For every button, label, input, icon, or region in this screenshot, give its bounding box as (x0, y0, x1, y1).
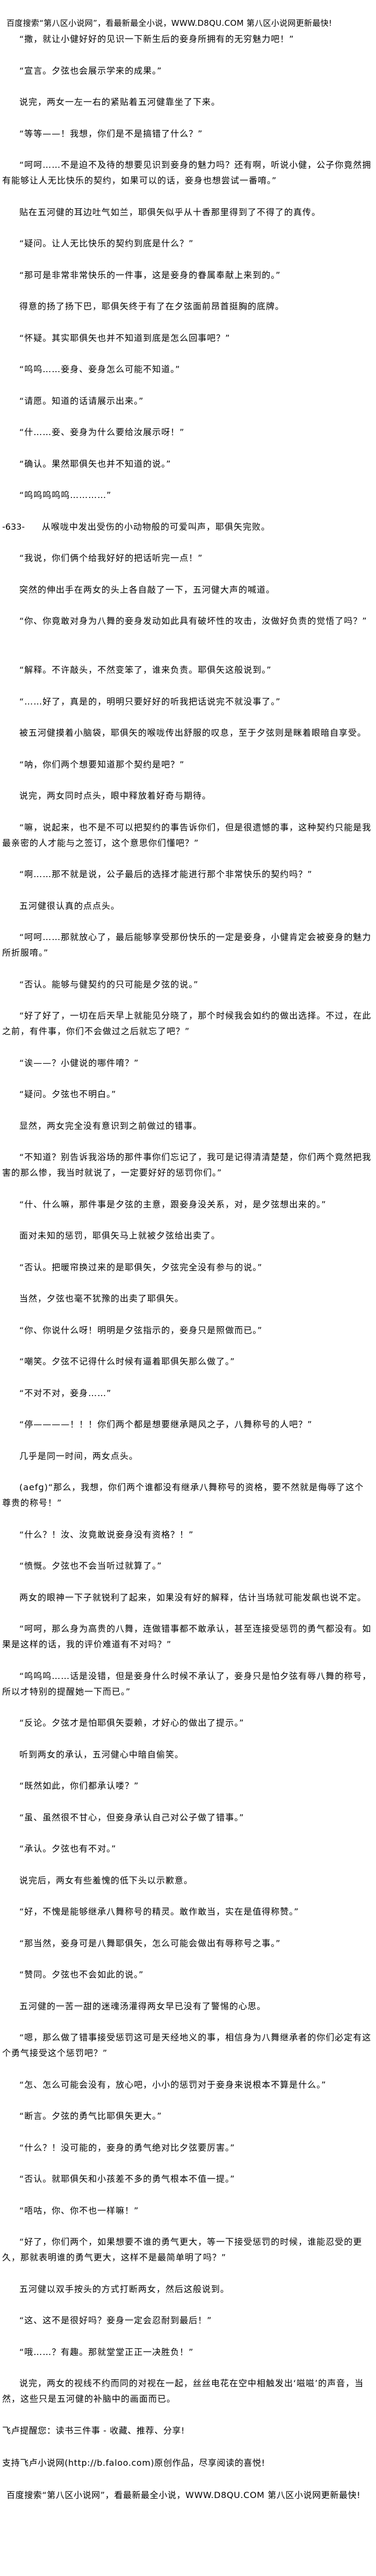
paragraph: 听到两女的承认，五河健心中暗自偷笑。 (19, 1749, 184, 1760)
paragraph: “呵呵，那么身为高贵的八舞，连做错事都不敢承认，甚至连接受惩罚的勇气都没有。如果… (2, 1624, 372, 1649)
paragraph: “哦……？有趣。那就堂堂正正一决胜负！” (19, 2346, 194, 2357)
paragraph: “呜呜呜……话是没错，但是妾身什么时候不承认了，妾身只是怕夕弦有辱八舞的称号，所… (2, 1670, 372, 1697)
paragraph: “解释。不许敲头，不然变笨了，谁来负责。耶俱矢这般说到。” (19, 665, 272, 675)
paragraph: “确认。果然耶俱矢也并不知道的说。” (19, 458, 171, 469)
paragraph: “否认。就耶俱矢和小孩差不多的勇气根本不值一提。” (19, 2174, 235, 2184)
paragraph: 五河健以双手按头的方式打断两女，然后这般说到。 (19, 2283, 230, 2294)
paragraph: “什么？！汝、汝竟敢说妾身没有资格？！” (19, 1529, 194, 1540)
chapter-page: 百度搜索“第八区小说网”，看最新最全小说，WWW.D8QU.COM 第八区小说网… (2, 18, 373, 2503)
paragraph: “愤慨。夕弦也不会当听过就算了。” (19, 1561, 162, 1571)
paragraph: “撒，就让小健好好的见识一下新生后的妾身所拥有的无穷魅力吧！” (19, 34, 294, 44)
paragraph: “什么？！没可能的，妾身的勇气绝对比夕弦要厉害。” (19, 2142, 235, 2153)
paragraph: “否认。把暖帘换过来的是耶俱矢，夕弦完全没有参与的说。” (19, 1262, 263, 1272)
footer-reminder: 飞卢提醒您：读书三件事 - 收藏、推荐、分享! (2, 2425, 185, 2436)
paragraph: “什、什么嘛，那件事是夕弦的主意，跟妾身没关系，对，是夕弦想出来的。” (19, 1199, 327, 1209)
paragraph: “宣言。夕弦也会展示学来的成果。” (19, 65, 162, 76)
paragraph: “呜呜呜呜呜…………” (19, 490, 112, 500)
paragraph: 几乎是同一时间，两女点头。 (19, 1450, 139, 1461)
paragraph: 说完，两女的视线不约而同的对视在一起，丝丝电花在空中相触发出‘嗞嗞’的声音，当然… (2, 2378, 364, 2404)
paragraph: “呜呜……妾身、妾身怎么可能不知道。” (19, 364, 180, 374)
paragraph: “嘛，说起来，也不是不可以把契约的事告诉你们，但是很遗憾的事，这种契约只能是我最… (2, 822, 372, 848)
site-banner-top: 百度搜索“第八区小说网”，看最新最全小说，WWW.D8QU.COM 第八区小说网… (6, 18, 332, 28)
paragraph: “嘲笑。夕弦不记得什么时候有逼着耶俱矢那么做了。” (19, 1356, 235, 1367)
paragraph: “不对不对，妾身……” (19, 1387, 112, 1398)
paragraph: 显然，两女完全没有意识到之前做过的错事。 (19, 1120, 203, 1131)
paragraph: “呐，你们两个想要知道那个契约是吧？” (19, 759, 185, 770)
paragraph: “承认。夕弦也有不对。” (19, 1844, 117, 1854)
paragraph: “怀疑。其实耶俱矢也并不知道到底是怎么回事吧？” (19, 332, 230, 343)
paragraph: “……好了，真是的，明明只要好好的听我把话说完不就没事了。” (19, 696, 281, 707)
paragraph: “嗯，那么做了错事接受惩罚这可是天经地义的事，相信身为八舞继承者的你们必定有这个… (2, 2032, 372, 2058)
paragraph: “否认。能够与健契约的只可能是夕弦的说。” (19, 979, 199, 990)
page-number-marker: -633- (2, 521, 25, 532)
paragraph: 当然，夕弦也毫不犹豫的出卖了耶俱矢。 (19, 1293, 184, 1304)
paragraph-text: 从喉咙中发出受伤的小动物般的可爱叫声，耶俱矢完败。 (42, 521, 271, 532)
paragraph: “你、你说什么呀！明明是夕弦指示的，妾身只是照做而已。” (19, 1325, 263, 1335)
paragraph: 得意的扬了扬下巴，耶俱矢终于有了在夕弦面前昂首挺胸的底牌。 (19, 301, 285, 311)
paragraph: “啊……那不就是说，公子最后的选择才能进行那个非常快乐的契约吗？” (19, 869, 313, 879)
paragraph: “断言。夕弦的勇气比耶俱矢更大。” (19, 2111, 162, 2121)
paragraph: “停————！！！你们两个都是想要继承飓风之子，八舞称号的人吧？” (19, 1419, 313, 1429)
paragraph: “等等——！我想，你们是不是搞错了什么？” (19, 128, 203, 139)
paragraph: 面对未知的惩罚，耶俱矢马上就被夕弦给出卖了。 (19, 1230, 221, 1241)
paragraph: “疑问。让人无比快乐的契约到底是什么？” (19, 238, 194, 248)
paragraph: “好了好了，一切在后天早上就能见分晓了，那个时候我会如约的做出选择。不过，在此之… (2, 1011, 372, 1036)
paragraph: “好了，你们两个，如果想要不谁的勇气更大，等一下接受惩罚的时候，谁能忍受的更久，… (2, 2237, 363, 2262)
paragraph: “唔咕，你、你不也一样嘛！” (19, 2205, 139, 2216)
site-banner-bottom: 百度搜索“第八区小说网”，看最新最全小说，WWW.D8QU.COM 第八区小说网… (6, 2489, 361, 2500)
paragraph: 五河健的一苦一甜的迷魂汤灌得两女早已没有了警惕的心思。 (19, 2001, 266, 2011)
paragraph: “什……妾、妾身为什么要给汝展示呀！” (19, 427, 185, 437)
paragraph: “诶——？小健说的哪件唷？” (19, 1057, 139, 1068)
footer-support-link[interactable]: 支持飞卢小说网(http://b.faloo.com)原创作品，尽享阅读的喜悦! (2, 2457, 265, 2468)
paragraph: “你、你竟敢对身为八舞的妾身发动如此具有破坏性的攻击，汝做好负责的觉悟了吗？” (19, 616, 367, 626)
paragraph: “既然如此，你们都承认喽？” (19, 1781, 139, 1791)
paragraph: “疑问。夕弦也不明白。” (19, 1089, 117, 1099)
paragraph: “那可是非常非常快乐的一件事，这是妾身的眷属奉献上来到的。” (19, 269, 281, 280)
paragraph: “这、这不是很好吗？妾身一定会忍耐到最后！” (19, 2315, 212, 2325)
paragraph: 突然的伸出手在两女的头上各自敲了一下，五河健大声的喊道。 (19, 584, 276, 595)
paragraph: “赞同。夕弦也不会如此的说。” (19, 1969, 144, 1980)
chapter-text: “撒，就让小健好好的见识一下新生后的妾身所拥有的无穷魅力吧！” “宣言。夕弦也会展… (2, 31, 373, 2407)
paragraph: 两女的眼神一下子就锐利了起来，如果没有好的解释，估计当场就可能发飙也说不定。 (19, 1592, 367, 1603)
paragraph: 被五河健摸着小脑袋，耶俱矢的喉咙传出舒服的叹息，至于夕弦则是眯着眼暗自享受。 (19, 728, 367, 738)
paragraph: 五河健很认真的点点头。 (19, 900, 120, 911)
paragraph: 说完后，两女有些羞愧的低下头以示歉意。 (19, 1875, 193, 1885)
paragraph: “不知道？别告诉我浴场的那件事你们忘记了，我可是记得清清楚楚，你们两个竟然把我害… (2, 1152, 372, 1178)
paragraph: 说完，两女同时点头，眼中释放着好奇与期待。 (19, 791, 212, 801)
paragraph: “虽、虽然很不甘心，但妾身承认自己对公子做了错事。” (19, 1812, 244, 1823)
paragraph: -633- 从喉咙中发出受伤的小动物般的可爱叫声，耶俱矢完败。 (2, 519, 373, 535)
paragraph: “呵呵……那就放心了，最后能够享受那份快乐的一定是妾身，小健肯定会被妾身的魅力所… (2, 932, 372, 958)
paragraph: (aefg)“那么，我想，你们两个谁都没有继承八舞称号的资格，要不然就是侮辱了这… (2, 1482, 364, 1508)
paragraph: 说完，两女一左一右的紧贴着五河健靠坐了下来。 (19, 97, 221, 107)
paragraph: “好，不愧是能够继承八舞称号的精灵。敢作敢当，实在是值得称赞。” (19, 1906, 299, 1917)
paragraph: “那当然，妾身可是八舞耶俱矢，怎么可能会做出有辱称号之事。” (19, 1938, 281, 1948)
paragraph: “我说，你们俩个给我好好的把话听完一点！” (19, 553, 203, 563)
paragraph: “反论。夕弦才是怕耶俱矢耍赖，才好心的做出了提示。” (19, 1718, 244, 1728)
paragraph: “怎、怎么可能会没有，放心吧，小小的惩罚对于妾身来说根本不算是什么。” (19, 2079, 327, 2090)
paragraph: 贴在五河健的耳边吐气如兰，耶俱矢似乎从十香那里得到了不得了的真传。 (19, 207, 321, 217)
paragraph: “呵呵……不是迫不及待的想要见识到妾身的魅力吗？还有啊，听说小健，公子你竟然拥有… (2, 160, 372, 186)
page-footer: 飞卢提醒您：读书三件事 - 收藏、推荐、分享! 支持飞卢小说网(http://b… (2, 2423, 373, 2503)
paragraph: “请愿。知道的话请展示出来。” (19, 395, 144, 406)
